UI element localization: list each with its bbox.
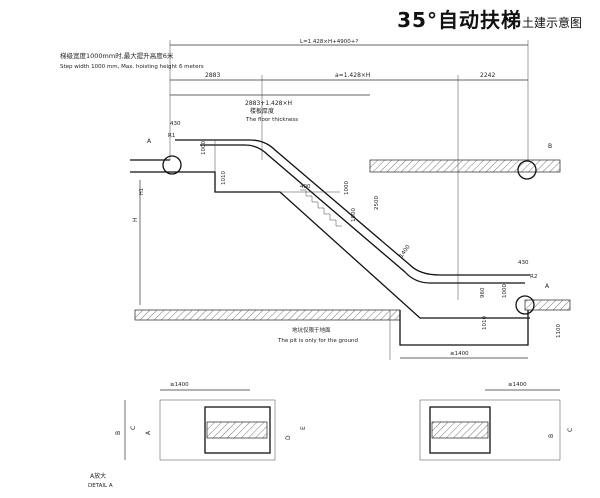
title-sub: 土建示意图 bbox=[521, 16, 582, 30]
plan-d: D bbox=[285, 435, 292, 440]
dim-430-top: 430 bbox=[170, 121, 181, 127]
dim-430-bottom: 430 bbox=[518, 260, 529, 266]
detail-a-cn: A放大 bbox=[90, 472, 106, 480]
plan-c: C bbox=[130, 426, 137, 430]
escalator-truss bbox=[175, 139, 530, 319]
plan-e: E bbox=[300, 426, 307, 430]
pit bbox=[389, 310, 529, 360]
dim-1010-top: 1010 bbox=[221, 171, 227, 185]
dim-hval: H1 bbox=[139, 188, 145, 195]
overall-dimension: L=1.428×H+4900+? 2883 a=1.428×H 2242 288… bbox=[169, 39, 529, 300]
dim-1400-pit: ≥1400 bbox=[450, 351, 469, 357]
lower-floor-slab bbox=[134, 299, 571, 321]
dim-bottom-landing: 2242 bbox=[480, 72, 495, 79]
dim-2500: 2500 bbox=[374, 196, 380, 210]
dim-1000-incline: 1000 bbox=[351, 208, 357, 222]
plan-b-right: B bbox=[548, 434, 555, 438]
spec-note-cn: 梯级宽度1000mm时,最大提升高度6米 bbox=[60, 51, 174, 60]
dim-1000-top: 1000 bbox=[201, 141, 207, 155]
dim-incline-run: a=1.428×H bbox=[335, 72, 370, 79]
plan-c-right: C bbox=[567, 428, 574, 432]
dim-r2-bottom: R2 bbox=[530, 274, 537, 280]
plan-view-left: ≥1400 B C A D E A放大 DETAIL A bbox=[88, 382, 307, 489]
detail-a-circle-top bbox=[162, 155, 182, 175]
label-a-bottom: A bbox=[545, 283, 550, 290]
plan-b: B bbox=[115, 431, 122, 435]
dim-truss-width: 2883+1.428×H bbox=[245, 100, 292, 107]
label-a-top: A bbox=[147, 138, 152, 145]
dim-1000-mid: 1000 bbox=[344, 181, 350, 195]
dim-1400-incline: 1400 bbox=[399, 244, 412, 259]
dim-1000-bottom: 1000 bbox=[502, 284, 508, 298]
pit-note-cn: 地坑仅限于地面 bbox=[292, 326, 331, 334]
dim-h: H bbox=[132, 217, 139, 222]
detail-b-circle bbox=[517, 160, 537, 180]
title-main: 35°自动扶梯 bbox=[397, 8, 522, 32]
label-b-top: B bbox=[548, 143, 552, 150]
dim-total: L=1.428×H+4900+? bbox=[300, 39, 358, 45]
floor-thickness-en: The floor thickness bbox=[245, 117, 298, 123]
dim-r1-top: R1 bbox=[168, 133, 175, 139]
plan-a: A bbox=[145, 430, 152, 435]
plan-view-right: ≥1400 B C bbox=[419, 382, 574, 461]
dim-1400-plan-left: ≥1400 bbox=[170, 382, 189, 388]
upper-floor-slab bbox=[130, 159, 561, 173]
detail-a-circle-bottom bbox=[515, 295, 535, 315]
dim-1010-bottom: 1010 bbox=[482, 316, 488, 330]
dim-400-step: 400 bbox=[300, 184, 311, 190]
floor-thickness-cn: 楼板厚度 bbox=[250, 107, 274, 115]
dim-top-landing: 2883 bbox=[205, 72, 220, 79]
detail-a-en: DETAIL A bbox=[88, 483, 113, 489]
dim-1400-plan-right: ≥1400 bbox=[508, 382, 527, 388]
dim-1100: 1100 bbox=[556, 324, 562, 338]
dim-960: 960 bbox=[480, 287, 486, 298]
spec-note-en: Step width 1000 mm, Max. hoisting height… bbox=[60, 64, 204, 70]
page-title: 35°自动扶梯土建示意图 bbox=[397, 4, 582, 33]
pit-note-en: The pit is only for the ground bbox=[277, 338, 358, 344]
